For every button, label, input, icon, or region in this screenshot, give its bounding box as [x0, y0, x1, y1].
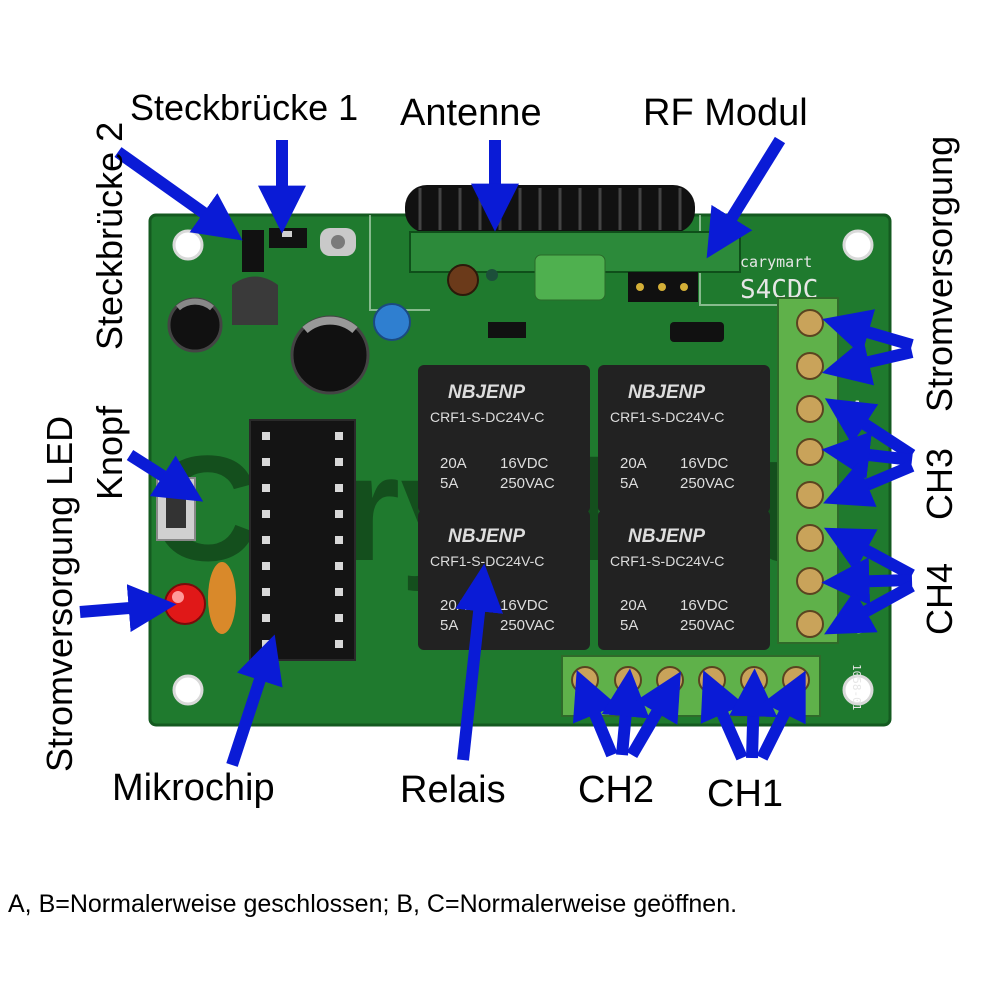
svg-text:250VAC: 250VAC — [680, 475, 735, 492]
label-ch4: CH4 — [919, 563, 960, 635]
label-antenne: Antenne — [400, 92, 542, 134]
svg-text:20A: 20A — [620, 597, 647, 614]
arrow-steckbruecke2 — [114, 147, 243, 241]
arrow-ch4-c — [824, 580, 915, 635]
mount-hole — [842, 674, 874, 706]
label-mikrochip: Mikrochip — [112, 767, 275, 809]
label-ch1: CH1 — [707, 773, 783, 815]
callout-arrows — [79, 136, 916, 767]
mount-hole — [842, 229, 874, 261]
brand-silkscreen: carymart — [740, 253, 812, 271]
relay: NBJENP CRF1-S-DC24V-C 20A 16VDC 5A 250VA… — [418, 365, 590, 513]
svg-text:16VDC: 16VDC — [500, 455, 549, 472]
svg-text:250VAC: 250VAC — [680, 617, 735, 634]
relay: NBJENP CRF1-S-DC24V-C 20A 16VDC 5A 250VA… — [598, 365, 770, 513]
arrow-led — [79, 584, 177, 633]
svg-text:16VDC: 16VDC — [500, 597, 549, 614]
arrow-ch3-a — [824, 398, 916, 461]
footnote: A, B=Normalerweise geschlossen; B, C=Nor… — [8, 890, 738, 918]
svg-text:CRF1-S-DC24V-C: CRF1-S-DC24V-C — [610, 409, 724, 425]
rf-module — [409, 231, 741, 302]
arrow-ch3-b — [821, 431, 913, 479]
arrow-stromversorgung-1 — [822, 309, 914, 356]
svg-text:NBJENP: NBJENP — [628, 526, 705, 547]
label-steckbruecke2: Steckbrücke 2 — [89, 122, 130, 350]
svg-text:NBJENP: NBJENP — [448, 382, 525, 403]
arrow-mikrochip — [226, 634, 283, 767]
mount-hole — [172, 674, 204, 706]
svg-text:20A: 20A — [620, 455, 647, 472]
svg-text:NBJENP: NBJENP — [448, 526, 525, 547]
svg-text:16VDC: 16VDC — [680, 597, 729, 614]
svg-text:5A: 5A — [440, 475, 458, 492]
svg-text:NBJENP: NBJENP — [628, 382, 705, 403]
microchip — [249, 419, 356, 661]
svg-text:16VDC: 16VDC — [680, 455, 729, 472]
label-stromversorgung-led: Stromversorgung LED — [39, 416, 80, 772]
label-steckbruecke1: Steckbrücke 1 — [130, 87, 358, 128]
svg-text:250VAC: 250VAC — [500, 617, 555, 634]
svg-text:CRF1-S-DC24V-C: CRF1-S-DC24V-C — [430, 409, 544, 425]
arrow-ch2-a — [572, 670, 618, 758]
svg-text:20A: 20A — [440, 597, 467, 614]
terminal-block-right — [777, 297, 839, 644]
arrow-ch1-c — [756, 670, 806, 761]
arrow-ch2-c — [626, 671, 681, 759]
svg-text:CRF1-S-DC24V-C: CRF1-S-DC24V-C — [610, 553, 724, 569]
svg-text:5A: 5A — [620, 617, 638, 634]
arrow-ch1-b — [729, 668, 778, 759]
arrow-stromversorgung-2 — [821, 338, 914, 386]
arrow-ch1-a — [700, 670, 748, 761]
arrow-ch4-b — [821, 557, 913, 606]
arrow-rf-modul — [706, 136, 786, 259]
svg-text:5A: 5A — [440, 617, 458, 634]
components-left — [167, 276, 724, 395]
label-ch2: CH2 — [578, 769, 654, 811]
relay: NBJENP CRF1-S-DC24V-C 20A 16VDC 5A 250VA… — [418, 510, 590, 650]
label-stromversorgung: Stromversorgung — [919, 136, 960, 412]
arrow-relais — [455, 563, 504, 761]
svg-text:20A: 20A — [440, 455, 467, 472]
arrow-ch3-c — [823, 460, 915, 507]
svg-text:CRF1-S-DC24V-C: CRF1-S-DC24V-C — [430, 553, 544, 569]
svg-text:5A: 5A — [620, 475, 638, 492]
antenna-coil — [405, 185, 695, 233]
pcb-code: 1058-01 — [850, 664, 863, 710]
label-relais: Relais — [400, 769, 506, 811]
label-rf-modul: RF Modul — [643, 92, 808, 134]
relay: NBJENP CRF1-S-DC24V-C 20A 16VDC 5A 250VA… — [598, 510, 770, 650]
arrow-ch2-b — [601, 668, 650, 756]
label-ch3: CH3 — [919, 448, 960, 520]
svg-text:250VAC: 250VAC — [500, 475, 555, 492]
label-knopf: Knopf — [89, 405, 130, 500]
mount-hole — [172, 229, 204, 261]
arrow-knopf — [126, 449, 204, 502]
arrow-ch4-a — [823, 527, 915, 581]
